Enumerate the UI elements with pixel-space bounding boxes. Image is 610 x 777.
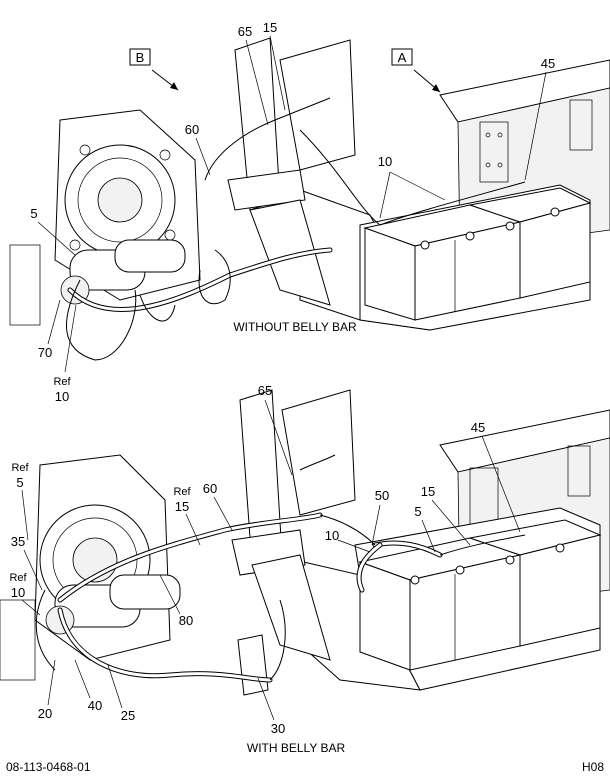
callout-label: 15 [263,20,277,35]
callout-ref: Ref [53,376,71,388]
starter-motor-upper [60,239,186,305]
callout-label: 10 [378,154,392,169]
callout-ref: Ref [173,486,191,498]
batteries-lower [358,519,602,671]
callout-label: 35 [11,534,25,549]
crossmember-upper [227,37,356,306]
caption-upper: WITHOUT BELLY BAR [233,320,357,334]
crossmember-lower [231,389,356,696]
drawing-number: 08-113-0468-01 [6,760,91,774]
view-marker-b: B [129,48,179,91]
callout-label: 15 [421,484,435,499]
callout-label: 10 [325,528,339,543]
view-marker-a: A [391,48,441,93]
callout-label: 5 [414,504,421,519]
callout-label: 15 [175,499,189,514]
callout-label: 70 [38,345,52,360]
callout-label: 60 [185,122,199,137]
callout-label: 40 [88,698,102,713]
callout-label: 65 [238,24,252,39]
starter-motor-lower [45,574,181,635]
callout-ref: Ref [11,462,29,474]
callout-label: 10 [55,389,69,404]
callout-ref: Ref [9,572,27,584]
callout-label: 60 [203,481,217,496]
callouts-lower: 65 45 Ref 5 Ref 15 60 50 15 5 10 35 Ref … [9,383,521,736]
batteries-upper [363,187,592,321]
engine-flywheel-housing-lower [0,454,171,681]
harness-upper [66,97,526,361]
lower-view: 65 45 Ref 5 Ref 15 60 50 15 5 10 35 Ref … [0,383,610,755]
harness-lower [35,454,526,683]
callout-label: 45 [471,420,485,435]
callout-label: 80 [179,613,193,628]
upper-view: B A 65 15 45 60 10 5 70 Ref [9,20,610,404]
callout-label: 30 [271,721,285,736]
view-a-letter: A [398,50,407,65]
engine-flywheel-housing-upper [9,109,201,326]
callout-label: 50 [375,488,389,503]
callout-label: 10 [11,585,25,600]
callouts-upper: 65 15 45 60 10 5 70 Ref 10 [30,20,555,404]
view-b-letter: B [136,50,145,65]
callout-label: 65 [258,383,272,398]
sheet-code: H08 [582,760,604,774]
caption-lower: WITH BELLY BAR [247,741,346,755]
callout-label: 25 [121,708,135,723]
callout-label: 45 [541,56,555,71]
callout-label: 20 [38,706,52,721]
callout-label: 5 [16,475,23,490]
callout-label: 5 [30,206,37,221]
